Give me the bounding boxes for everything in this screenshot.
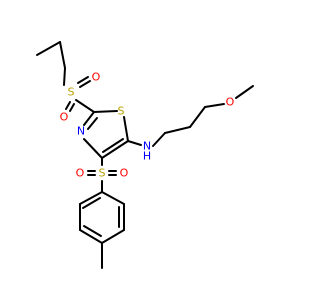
bond-nh-ch2: [152, 132, 166, 147]
bond-propyl-1: [36, 41, 61, 56]
atom-h-amine: H: [143, 150, 151, 163]
bond-benz-3: [79, 229, 103, 244]
atom-s-sulfonyl-2: S: [99, 167, 106, 180]
bond-s1-o-bottom-b: [69, 103, 75, 112]
bond-c5-nh: [127, 140, 142, 146]
atom-o-ether: O: [226, 96, 235, 109]
atom-n-thiazole: N: [77, 125, 85, 138]
bond-s1-o-top-a: [79, 80, 91, 88]
bond-s1-o-bottom-a: [65, 101, 71, 110]
bond-s1-to-ring: [75, 99, 95, 113]
atom-n-amine: N: [143, 140, 151, 153]
atom-s-thiazole: S: [118, 105, 125, 118]
bond-propyl-to-s: [63, 67, 66, 86]
atom-o-sulfonyl-2-left: O: [76, 167, 85, 180]
molecule-canvas: S O O S N N H O S O O: [36, 41, 254, 269]
bond-c5-c4: [101, 140, 129, 159]
bond-benz-6: [101, 191, 125, 205]
atom-o-sulfonyl-1-bottom: O: [60, 111, 69, 124]
bond-benz-3-double: [83, 225, 102, 237]
bond-benz-1-double: [82, 197, 101, 209]
molecule-structure: S O O S N N H O S O O: [36, 41, 254, 269]
bond-s1-o-top-b: [77, 76, 89, 84]
bond-o-ch3: [235, 85, 254, 99]
bond-benz-1: [79, 191, 103, 205]
bond-ch2-ch2: [164, 126, 191, 134]
bond-n-c2-double: [87, 117, 98, 130]
bond-propyl-2: [59, 41, 66, 69]
bond-c5-c4-double: [102, 138, 124, 153]
bond-c2-s: [93, 110, 118, 113]
bond-benz-4: [101, 229, 125, 244]
atom-o-sulfonyl-2-right: O: [120, 167, 129, 180]
bond-s-c5: [123, 116, 129, 142]
bond-c4-n: [83, 138, 103, 159]
bond-ch2-ch2-b: [189, 106, 206, 128]
atom-s-sulfonyl-1: S: [68, 86, 75, 99]
atom-o-sulfonyl-1-top: O: [92, 71, 101, 84]
bond-n-c2: [83, 111, 95, 126]
bond-ch2-o: [204, 103, 225, 108]
